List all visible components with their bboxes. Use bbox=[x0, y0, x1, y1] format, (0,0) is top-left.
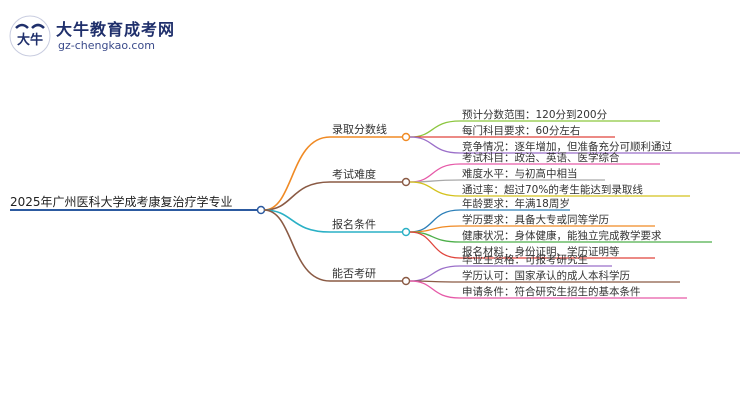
leaf-connector bbox=[409, 120, 461, 138]
leaf-label: 学历认可：国家承认的成人本科学历 bbox=[462, 269, 630, 282]
root-node bbox=[256, 205, 266, 215]
leaf-connector bbox=[409, 136, 461, 154]
leaf-label: 通过率：超过70%的考生能达到录取线 bbox=[462, 183, 643, 196]
branch-node bbox=[401, 276, 411, 286]
branch-node bbox=[401, 227, 411, 237]
branch-label: 考试难度 bbox=[332, 167, 376, 181]
leaf-label: 报名材料：身份证明、学历证明等 bbox=[462, 245, 620, 258]
leaf-connector bbox=[409, 163, 461, 183]
branch-node bbox=[401, 132, 411, 142]
leaf-label: 健康状况：身体健康，能独立完成教学要求 bbox=[462, 229, 662, 242]
branch-label: 报名条件 bbox=[332, 217, 376, 231]
leaf-label: 考试科目：政治、英语、医学综合 bbox=[462, 151, 620, 164]
leaf-label: 每门科目要求：60分左右 bbox=[462, 124, 580, 137]
root-topic: 2025年广州医科大学成考康复治疗学专业 bbox=[10, 194, 233, 209]
branch-connector bbox=[263, 181, 331, 211]
leaf-connector bbox=[409, 225, 461, 233]
leaf-label: 难度水平：与初高中相当 bbox=[462, 167, 578, 180]
leaf-connector bbox=[409, 231, 461, 259]
leaf-label: 学历要求：具备大专或同等学历 bbox=[462, 213, 609, 226]
leaf-label: 毕业生资格：可报考研究生 bbox=[462, 253, 588, 266]
branch-label: 能否考研 bbox=[332, 266, 376, 280]
branch-node bbox=[401, 177, 411, 187]
svg-text:大牛: 大牛 bbox=[17, 32, 43, 48]
leaf-connector bbox=[409, 265, 461, 282]
leaf-label: 竞争情况：逐年增加，但准备充分可顺利通过 bbox=[462, 140, 672, 153]
branch-connector bbox=[263, 136, 331, 211]
leaf-label: 申请条件：符合研究生招生的基本条件 bbox=[462, 285, 641, 298]
bull-logo-icon: 大牛 bbox=[9, 15, 51, 57]
branch-connector bbox=[263, 209, 331, 233]
watermark-title: 大牛教育成考网 bbox=[56, 20, 176, 39]
watermark-url: gz-chengkao.com bbox=[58, 39, 155, 52]
watermark-logo: 大牛 大牛教育成考网 gz-chengkao.com bbox=[8, 14, 174, 58]
leaf-label: 预计分数范围：120分到200分 bbox=[462, 108, 608, 121]
leaf-connector bbox=[409, 181, 461, 197]
branch-connector bbox=[263, 209, 331, 282]
leaf-connector bbox=[409, 280, 461, 299]
branch-label: 录取分数线 bbox=[332, 122, 387, 136]
leaf-label: 年龄要求：年满18周岁 bbox=[462, 197, 570, 210]
